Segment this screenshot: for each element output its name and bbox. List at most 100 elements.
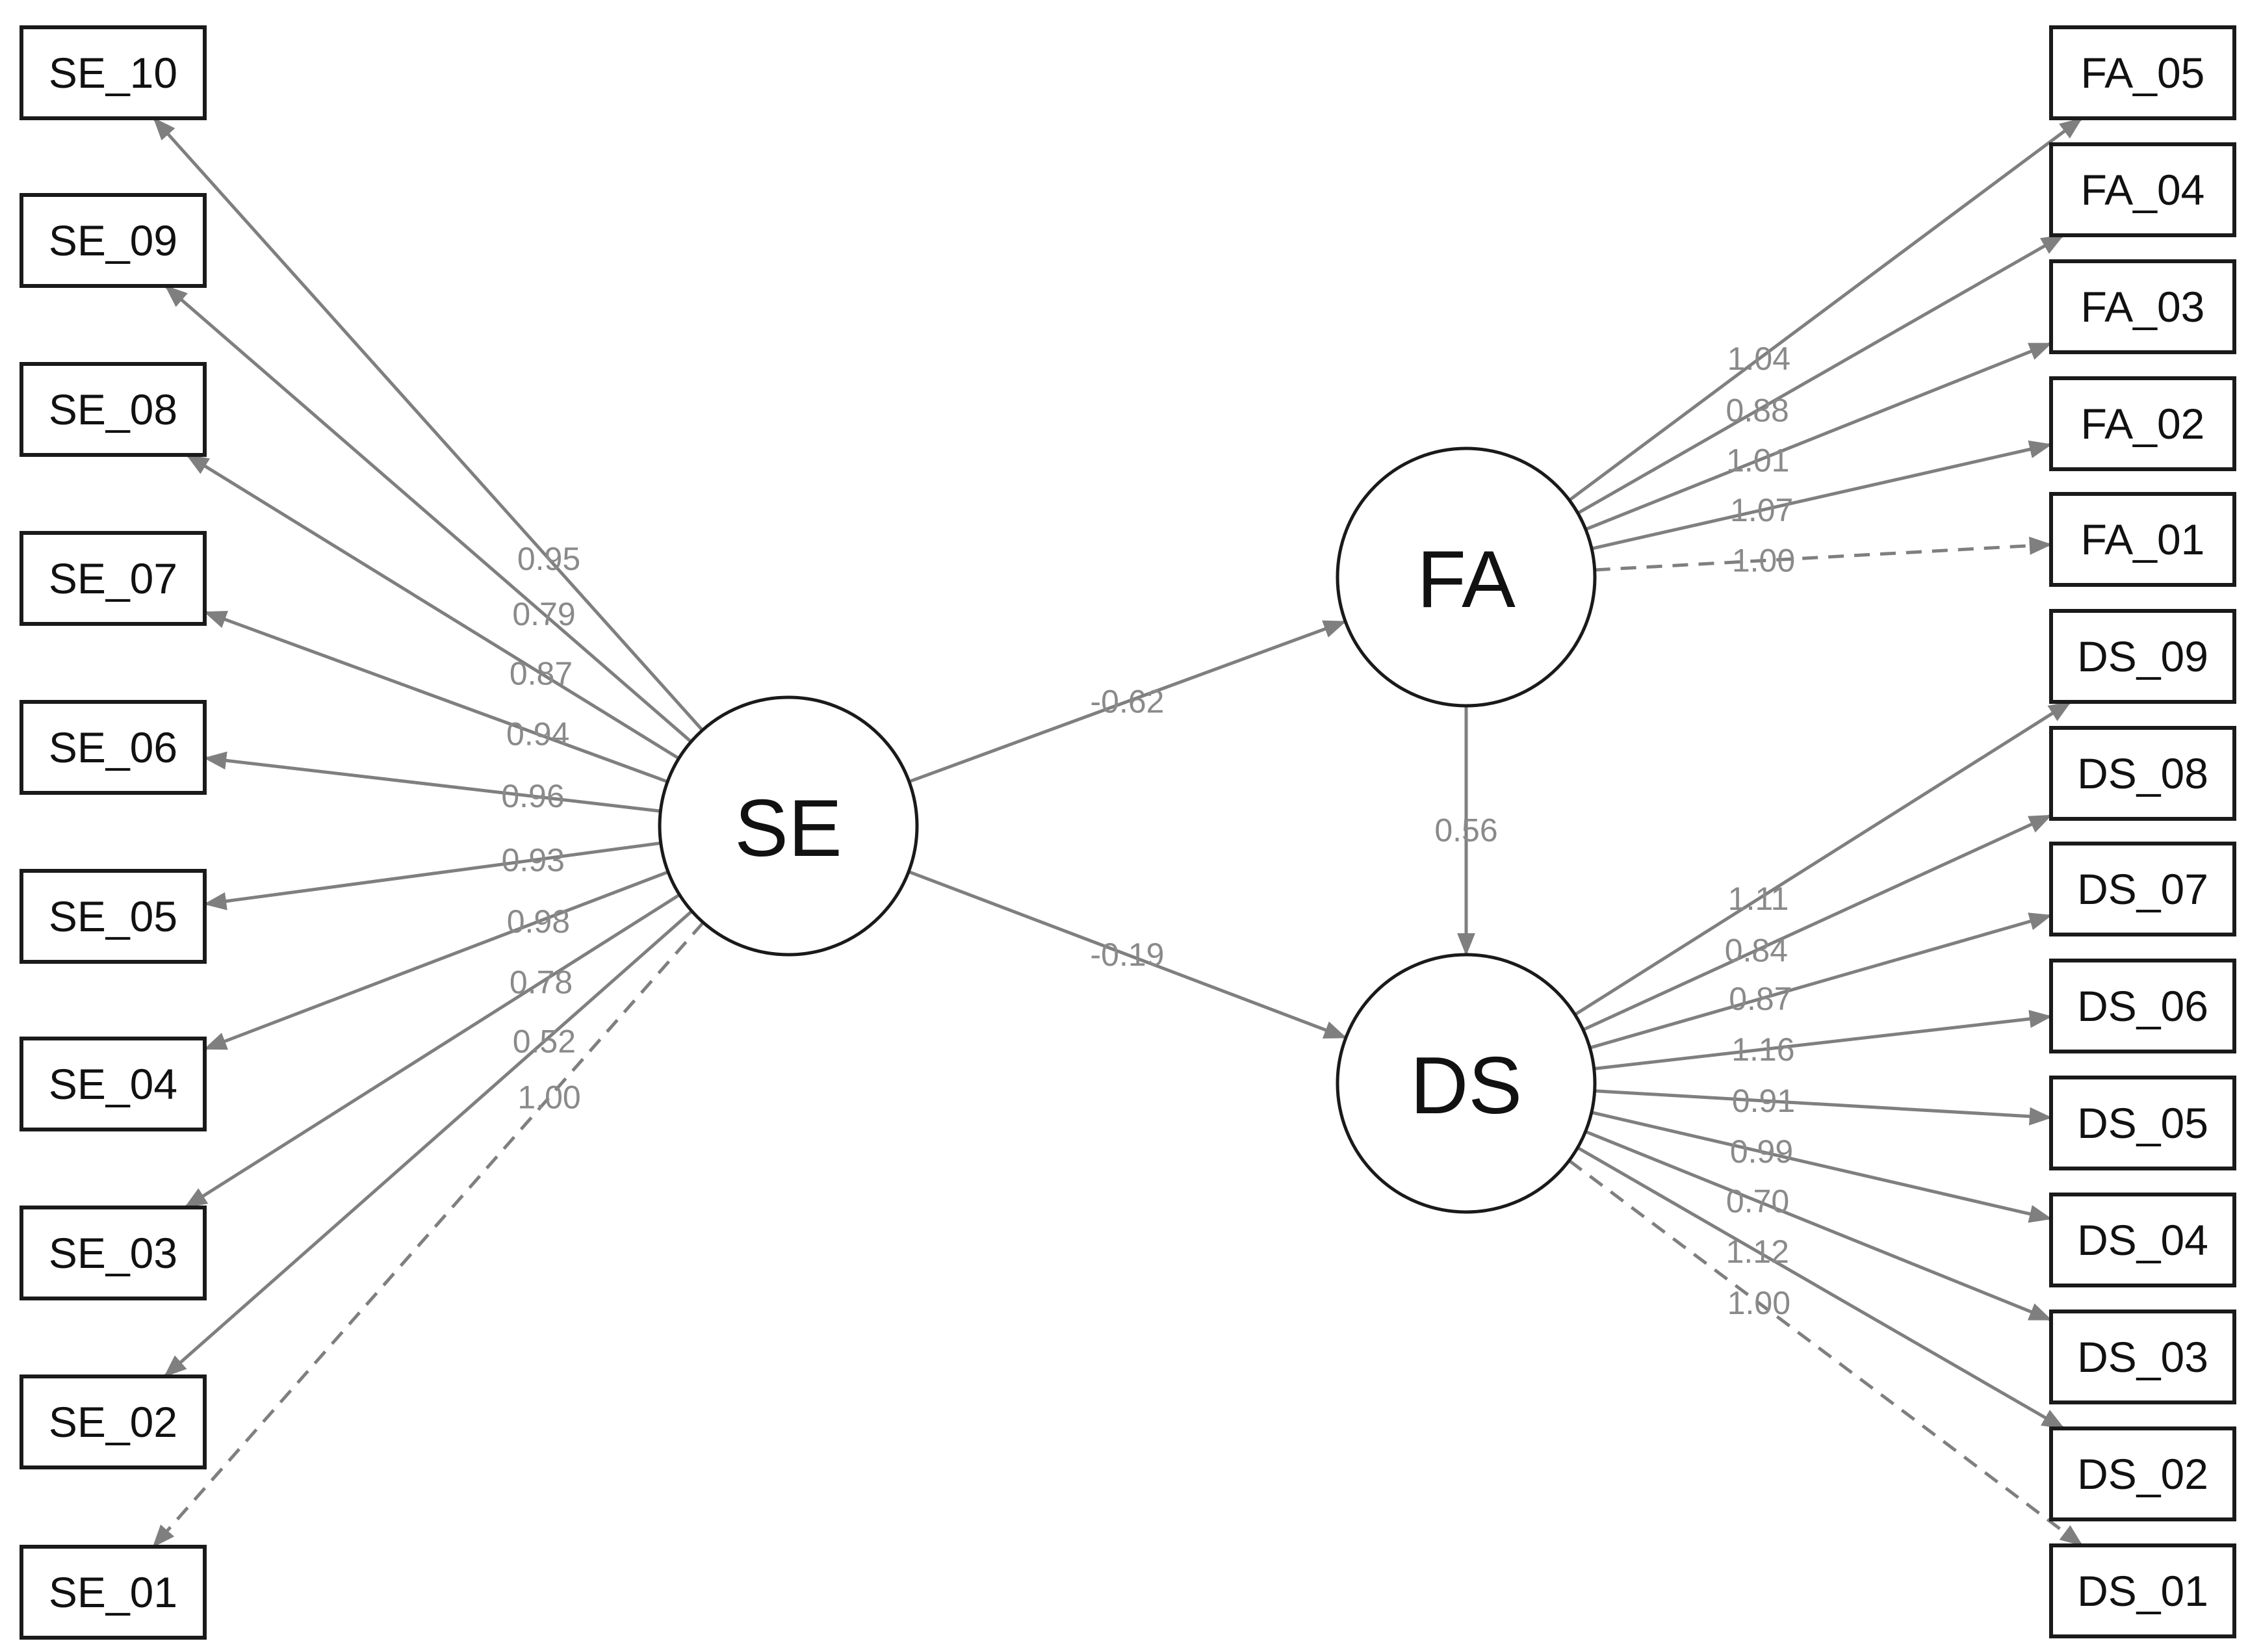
indicator-se-05-box [19,869,207,964]
indicator-ds-08-label: DS_08 [2077,749,2208,797]
indicator-ds-09-label: DS_09 [2077,632,2208,680]
indicator-ds-03-box [2049,1310,2236,1404]
indicator-fa-03-box [2049,259,2236,354]
weight-labels-layer: 0.950.790.870.940.960.930.980.780.521.00… [501,341,1795,1321]
latent-fa: FA [1336,446,1597,708]
indicator-ds-08: DS_08 [2049,726,2236,821]
loading-edge-ds-07 [1589,912,2052,1050]
loading-label-fa-01: 1.00 [1732,543,1795,579]
loading-label-fa-02: 1.07 [1730,492,1793,528]
indicator-ds-01: DS_01 [2049,1543,2236,1638]
path-se-to-ds-edge [908,870,1347,1040]
indicator-fa-03-label: FA_03 [2081,283,2205,331]
loading-label-ds-04: 0.99 [1730,1133,1793,1170]
indicator-se-05-label: SE_05 [49,892,177,940]
loading-edge-se-02 [163,910,693,1378]
loading-label-ds-08: 0.84 [1725,933,1788,969]
latent-se-label: SE [734,784,842,873]
indicator-ds-06: DS_06 [2049,959,2236,1053]
indicator-fa-05: FA_05 [2049,25,2236,120]
indicator-se-03: SE_03 [19,1206,207,1300]
indicator-fa-02: FA_02 [2049,376,2236,471]
path-fa-to-ds-label: 0.56 [1434,812,1497,849]
indicator-fa-02-label: FA_02 [2081,400,2205,448]
loading-edge-fa-03 [1584,341,2052,531]
indicator-ds-06-box [2049,959,2236,1053]
indicator-se-01-label: SE_01 [49,1568,177,1616]
indicator-se-10-box [19,25,207,120]
indicator-se-07-box [19,531,207,626]
loading-label-se-10: 0.95 [517,541,580,577]
indicator-se-08-label: SE_08 [49,385,177,433]
indicator-ds-09-box [2049,609,2236,704]
indicator-ds-02-box [2049,1426,2236,1521]
indicator-se-07: SE_07 [19,531,207,626]
indicator-se-01: SE_01 [19,1545,207,1640]
loading-edge-se-06 [203,751,661,813]
loading-label-fa-05: 1.04 [1727,341,1790,377]
latent-ds-label: DS [1410,1041,1522,1131]
indicator-fa-04-label: FA_04 [2081,166,2205,214]
latent-se-circle [658,695,919,957]
latent-fa-label: FA [1417,535,1516,625]
loading-edge-ds-03 [1584,1129,2052,1322]
loading-edge-ds-02 [1577,1146,2065,1430]
loading-label-ds-07: 0.87 [1729,981,1792,1017]
loading-label-se-09: 0.79 [512,596,575,632]
loading-label-se-04: 0.98 [507,903,570,940]
loading-label-se-05: 0.93 [502,842,565,879]
indicator-se-08: SE_08 [19,362,207,457]
loading-label-ds-01: 1.00 [1727,1285,1790,1321]
loading-edge-fa-05 [1568,116,2083,502]
latent-ds: DS [1336,953,1597,1214]
loading-label-se-02: 0.52 [513,1024,576,1060]
latent-se: SE [658,695,919,957]
loading-edge-ds-01 [1568,1159,2084,1547]
indicator-ds-02-label: DS_02 [2077,1450,2208,1498]
indicator-se-03-label: SE_03 [49,1229,177,1277]
loading-edge-fa-01 [1594,536,2052,572]
indicator-ds-06-label: DS_06 [2077,982,2208,1030]
loading-edge-se-04 [203,870,669,1051]
loading-label-fa-04: 0.88 [1726,392,1789,428]
indicator-se-08-box [19,362,207,457]
path-se-to-fa-label: -0.62 [1091,684,1165,720]
indicator-se-06: SE_06 [19,700,207,795]
loading-edge-fa-02 [1591,440,2052,550]
indicator-se-04-label: SE_04 [49,1060,177,1108]
indicator-se-06-box [19,700,207,795]
indicator-se-09-label: SE_09 [49,216,177,265]
edges-layer [151,116,2084,1548]
indicator-ds-08-box [2049,726,2236,821]
indicator-ds-03-label: DS_03 [2077,1333,2208,1381]
indicator-se-10: SE_10 [19,25,207,120]
loading-edge-ds-04 [1591,1111,2052,1223]
indicator-ds-04-label: DS_04 [2077,1216,2208,1264]
indicator-ds-09: DS_09 [2049,609,2236,704]
loading-label-ds-02: 1.12 [1726,1233,1789,1270]
indicator-se-09-box [19,193,207,288]
loading-label-se-06: 0.96 [501,778,564,814]
loading-edge-se-05 [203,841,662,910]
indicator-fa-03: FA_03 [2049,259,2236,354]
loading-label-ds-03: 0.70 [1726,1183,1789,1219]
indicator-fa-05-box [2049,25,2236,120]
indicator-se-09: SE_09 [19,193,207,288]
indicator-fa-01-label: FA_01 [2081,515,2205,563]
indicator-ds-04: DS_04 [2049,1193,2236,1287]
indicator-fa-05-label: FA_05 [2081,49,2205,97]
indicator-se-05: SE_05 [19,869,207,964]
indicator-ds-05-box [2049,1076,2236,1170]
path-se-to-ds-label: -0.19 [1091,936,1165,973]
indicator-se-03-box [19,1206,207,1300]
indicator-fa-01-box [2049,492,2236,587]
loading-edge-se-03 [184,893,681,1209]
indicator-se-04-box [19,1037,207,1131]
indicator-fa-04-box [2049,142,2236,237]
loading-label-se-03: 0.78 [510,964,573,1001]
loading-edge-se-07 [203,610,668,784]
indicator-ds-03: DS_03 [2049,1310,2236,1404]
latent-fa-circle [1336,446,1597,708]
indicator-se-02-label: SE_02 [49,1398,177,1446]
indicator-ds-07-label: DS_07 [2077,865,2208,913]
